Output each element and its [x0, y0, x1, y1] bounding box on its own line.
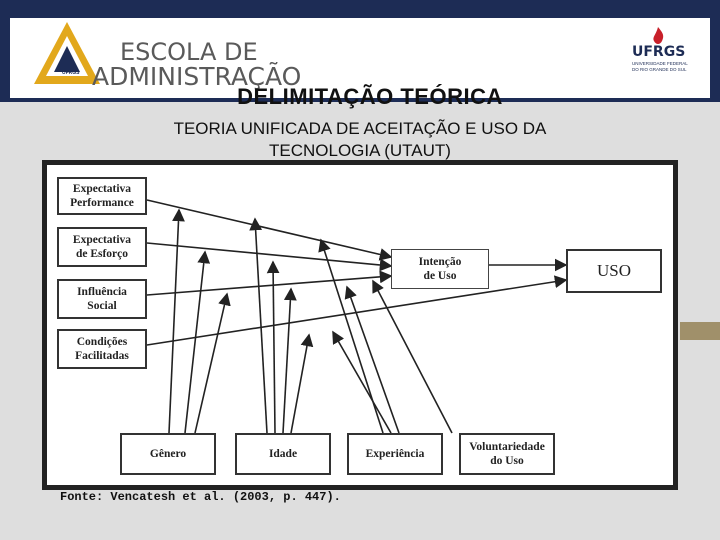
- utaut-diagram: Expectativa Performance Expectativa de E…: [42, 160, 678, 490]
- slide-title: DELIMITAÇÃO TEÓRICA: [237, 84, 503, 109]
- school-name-line2: ADMINISTRAÇÃO: [92, 62, 302, 91]
- school-logo-icon: [34, 22, 100, 84]
- box-expectativa-performance: Expectativa Performance: [57, 177, 147, 215]
- school-name-line1: ESCOLA DE: [120, 38, 258, 66]
- box-idade: Idade: [235, 433, 331, 475]
- subtitle-line-2: TECNOLOGIA (UTAUT): [269, 141, 451, 160]
- box-intencao-de-uso: Intenção de Uso: [391, 249, 489, 289]
- accent-tab: [680, 322, 720, 340]
- box-expectativa-esforco: Expectativa de Esforço: [57, 227, 147, 267]
- ufrgs-subtitle-2: DO RIO GRANDE DO SUL: [632, 67, 687, 72]
- box-uso: USO: [566, 249, 662, 293]
- slide-subtitle: TEORIA UNIFICADA DE ACEITAÇÃO E USO DA T…: [60, 118, 660, 162]
- box-voluntariedade-do-uso: Voluntariedade do Uso: [459, 433, 555, 475]
- box-influencia-social: Influência Social: [57, 279, 147, 319]
- header-banner: UFRGS ESCOLA DE ADMINISTRAÇÃO UFRGS UNIV…: [10, 18, 710, 98]
- subtitle-line-1: TEORIA UNIFICADA DE ACEITAÇÃO E USO DA: [173, 119, 547, 138]
- diagram-arrows: [146, 199, 568, 434]
- box-genero: Gênero: [120, 433, 216, 475]
- ufrgs-label: UFRGS: [632, 44, 686, 60]
- ufrgs-subtitle-1: UNIVERSIDADE FEDERAL: [632, 61, 688, 66]
- ufrgs-flame-icon: [653, 27, 664, 44]
- box-experiencia: Experiência: [347, 433, 443, 475]
- source-citation: Fonte: Vencatesh et al. (2003, p. 447).: [60, 490, 341, 504]
- logo-emblem-text: UFRGS: [62, 70, 80, 76]
- box-condicoes-facilitadas: Condições Facilitadas: [57, 329, 147, 369]
